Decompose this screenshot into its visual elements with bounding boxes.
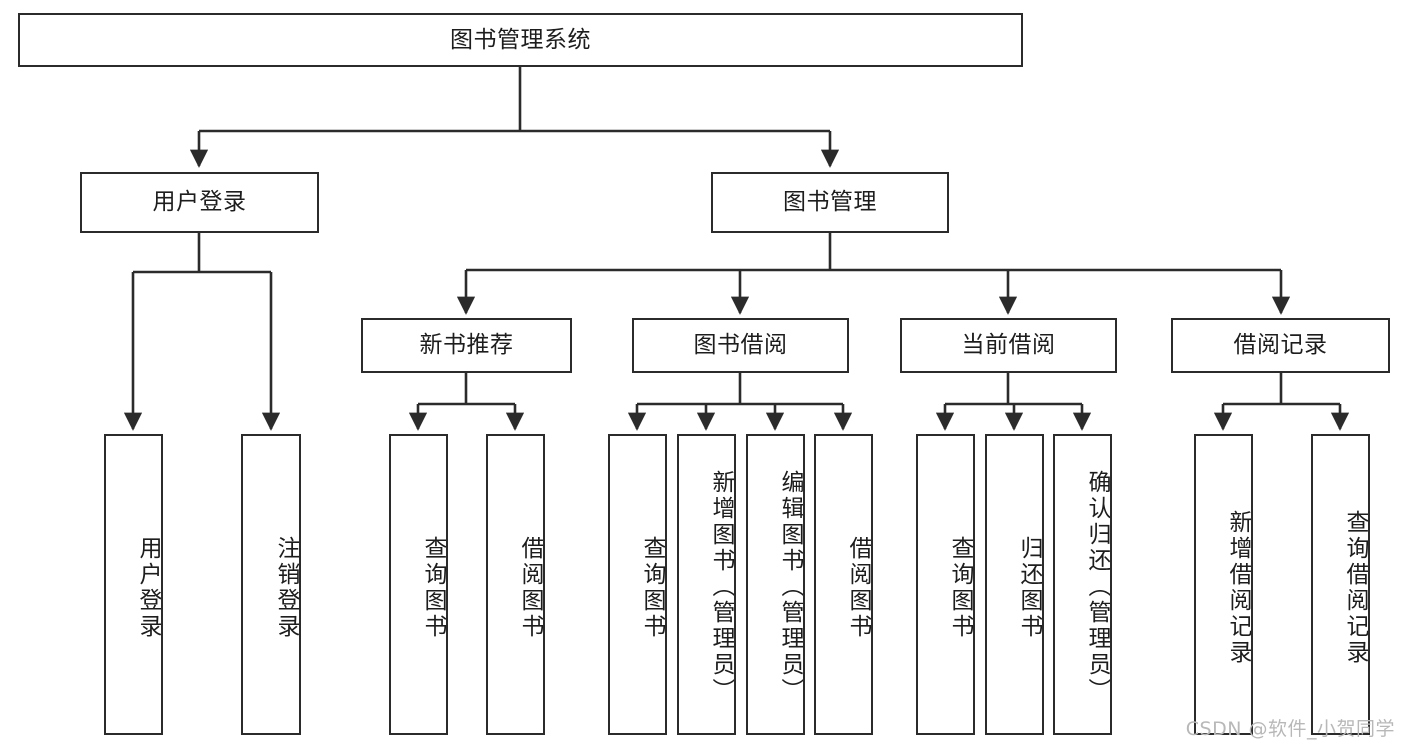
node-book-borrow[interactable]: 图书借阅 <box>632 318 849 373</box>
node-leaf-borrow-book-1[interactable]: 借阅图书 <box>486 434 545 735</box>
node-leaf-query-record[interactable]: 查询借阅记录 <box>1311 434 1370 735</box>
node-current-borrow[interactable]: 当前借阅 <box>900 318 1117 373</box>
node-leaf-add-book[interactable]: 新增图书（管理员） <box>677 434 736 735</box>
node-leaf-return-book[interactable]: 归还图书 <box>985 434 1044 735</box>
node-leaf-edit-book[interactable]: 编辑图书（管理员） <box>746 434 805 735</box>
csdn-watermark: CSDN @软件_小贺同学 <box>1185 718 1395 740</box>
node-leaf-confirm-return[interactable]: 确认归还（管理员） <box>1053 434 1112 735</box>
node-leaf-query-book-3[interactable]: 查询图书 <box>916 434 975 735</box>
node-book-management[interactable]: 图书管理 <box>711 172 949 233</box>
node-leaf-borrow-book-2[interactable]: 借阅图书 <box>814 434 873 735</box>
node-leaf-user-login[interactable]: 用户登录 <box>104 434 163 735</box>
node-leaf-add-record[interactable]: 新增借阅记录 <box>1194 434 1253 735</box>
node-root[interactable]: 图书管理系统 <box>18 13 1023 67</box>
node-new-book-recommend[interactable]: 新书推荐 <box>361 318 572 373</box>
node-user-login[interactable]: 用户登录 <box>80 172 319 233</box>
node-leaf-query-book-1[interactable]: 查询图书 <box>389 434 448 735</box>
node-borrow-record[interactable]: 借阅记录 <box>1171 318 1390 373</box>
node-leaf-logout-login[interactable]: 注销登录 <box>241 434 301 735</box>
node-leaf-query-book-2[interactable]: 查询图书 <box>608 434 667 735</box>
